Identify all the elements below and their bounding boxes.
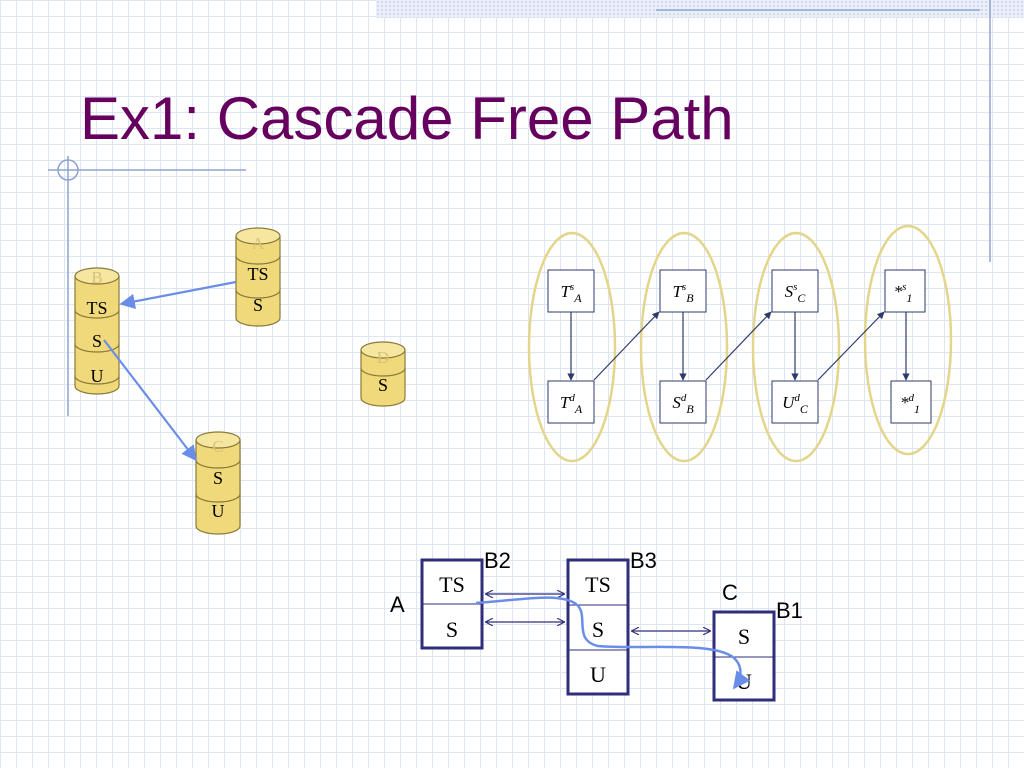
- node-bottom-4: *d1: [900, 392, 920, 416]
- cylinder-b-seg-s: S: [92, 331, 102, 351]
- node-top-4: *s1: [894, 281, 913, 305]
- table-b3-row-u: U: [590, 662, 606, 687]
- cylinder-d-label: D: [377, 348, 389, 367]
- cylinder-b-seg-ts: TS: [86, 298, 107, 318]
- table-c-tag: B1: [776, 598, 803, 623]
- decorative-lines: [48, 0, 991, 416]
- cylinder-d: D S: [360, 341, 406, 407]
- cascade-path: [475, 596, 751, 690]
- cylinder-b-seg-u: U: [91, 366, 104, 386]
- table-links: [486, 594, 710, 631]
- node-top-2: TsB: [672, 281, 694, 305]
- cylinder-c-seg-s: S: [213, 468, 223, 488]
- cylinder-d-seg-s: S: [378, 375, 388, 395]
- table-a-name: A: [390, 592, 405, 617]
- table-b3-row-ts: TS: [585, 572, 611, 597]
- cylinder-b: B TS S U: [74, 267, 120, 395]
- cylinder-b-label: B: [91, 268, 102, 287]
- cylinder-c-seg-u: U: [212, 501, 225, 521]
- header-band: [376, 0, 1024, 18]
- cylinder-a-seg-ts: TS: [247, 264, 268, 284]
- cylinder-a-seg-s: S: [253, 295, 263, 315]
- table-a-row-s: S: [446, 617, 458, 642]
- node-bottom-3: UdC: [782, 392, 809, 416]
- flow-group-2: TsB SdB: [639, 231, 729, 463]
- node-top-1: TsA: [560, 281, 582, 305]
- table-c-name: C: [722, 580, 738, 605]
- node-bottom-1: TdA: [560, 392, 583, 416]
- cylinder-c: C S U: [195, 431, 241, 535]
- table-b3-row-s: S: [592, 617, 604, 642]
- table-a: TS S A B2: [390, 548, 511, 650]
- node-top-3: SsC: [785, 281, 807, 305]
- table-a-row-ts: TS: [439, 572, 465, 597]
- table-b3: TS S U B3: [566, 548, 657, 696]
- flow-group-3: SsC UdC: [751, 231, 841, 463]
- table-c-row-s: S: [738, 624, 750, 649]
- flow-group-1: TsA TdA: [527, 231, 617, 463]
- cylinder-c-label: C: [212, 437, 223, 456]
- cross-group-arrows: [593, 311, 885, 381]
- cylinder-a: A TS S: [235, 227, 281, 327]
- flow-group-4: *s1 *d1: [863, 224, 953, 456]
- cylinder-a-label: A: [252, 234, 265, 253]
- table-c: S U C B1: [712, 580, 803, 702]
- node-bottom-2: SdB: [672, 392, 694, 416]
- arrow-b-to-c: [103, 339, 197, 462]
- table-a-tag: B2: [484, 548, 511, 573]
- slide-title: Ex1: Cascade Free Path: [80, 85, 734, 152]
- arrow-a-to-b: [119, 280, 237, 309]
- table-b3-tag: B3: [630, 548, 657, 573]
